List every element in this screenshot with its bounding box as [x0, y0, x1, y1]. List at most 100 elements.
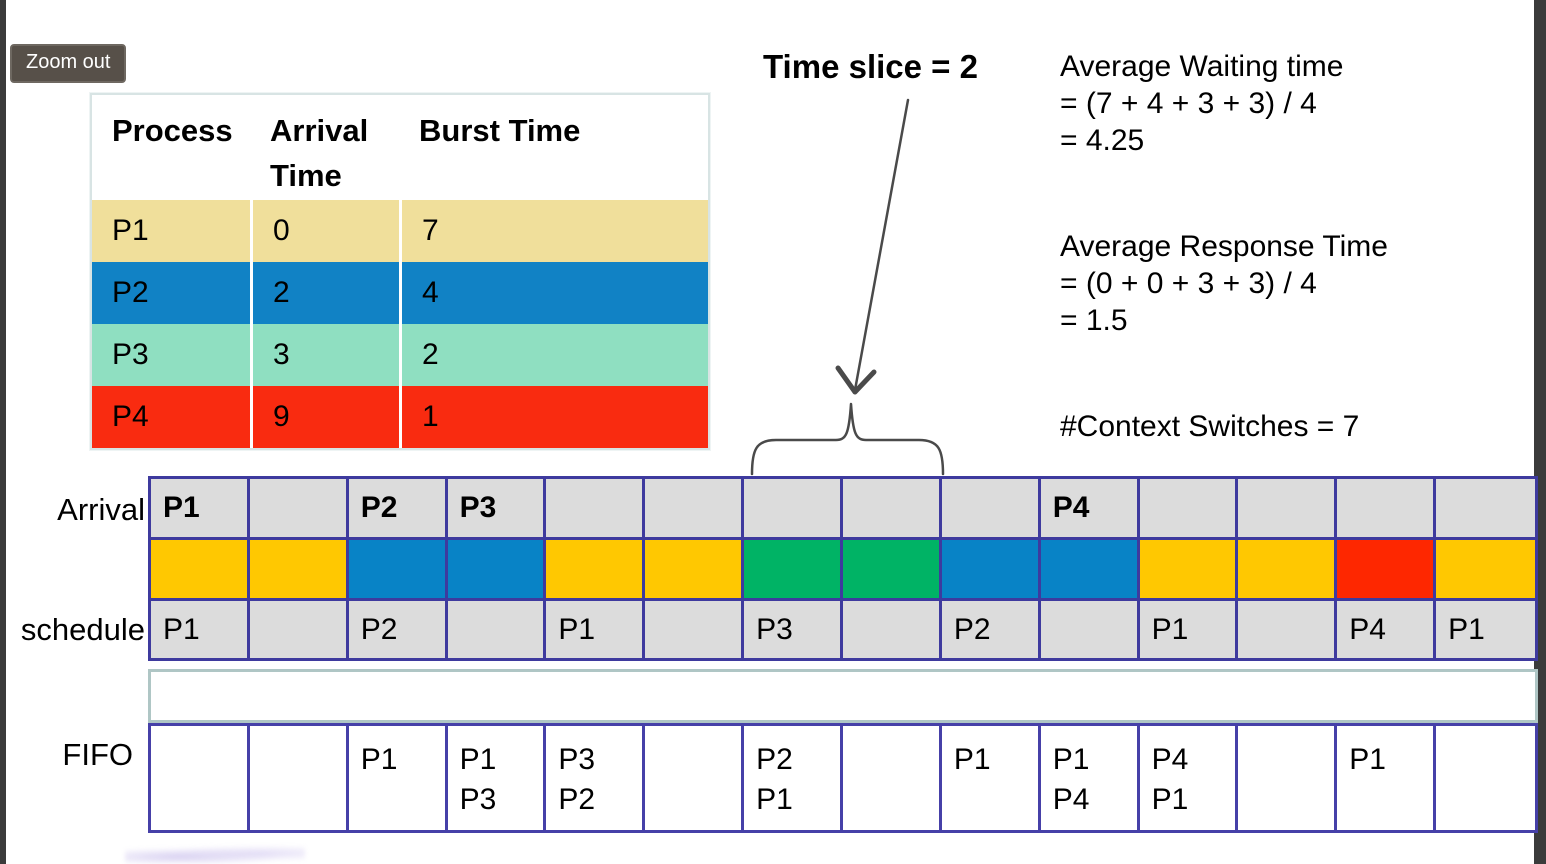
fifo-queue-entry: P1 — [1349, 743, 1386, 776]
fifo-queue-entry: P2 — [756, 743, 793, 776]
fifo-cell — [1436, 726, 1535, 830]
arrival-cell — [1436, 479, 1535, 537]
gantt-cell — [1337, 540, 1437, 598]
fifo-cell — [249, 726, 349, 830]
gantt-cell — [1238, 540, 1338, 598]
arrival-cell: P3 — [447, 479, 547, 537]
schedule-cell — [842, 601, 942, 658]
fifo-queue-entry: P1 — [1052, 743, 1090, 776]
fifo-cell — [1238, 726, 1338, 830]
fifo-queue-entry: P1 — [756, 783, 793, 816]
arrival-cell — [1337, 479, 1437, 537]
fifo-queue-entry: P1 — [1151, 783, 1189, 816]
fifo-queue-entry: P1 — [360, 743, 398, 776]
gantt-cell — [1040, 540, 1140, 598]
arrival-cell — [645, 479, 745, 537]
schedule-cell — [1040, 601, 1140, 658]
process-name-cell: P2 — [112, 276, 149, 309]
gantt-cell — [842, 540, 942, 598]
schedule-cell: P1 — [1139, 601, 1239, 658]
gantt-cell — [249, 540, 349, 598]
arrival-cell: P2 — [348, 479, 448, 537]
gantt-cell — [546, 540, 646, 598]
process-name-cell: P4 — [112, 400, 149, 433]
schedule-cell: P2 — [348, 601, 448, 658]
arrival-time-cell: 0 — [250, 200, 399, 262]
artifact-smudge — [125, 846, 305, 864]
gantt-cell — [941, 540, 1041, 598]
fifo-cell: P1 — [1337, 726, 1437, 830]
fifo-cell: P1 — [941, 726, 1041, 830]
arrival-cell — [941, 479, 1041, 537]
arrival-cell — [1238, 479, 1338, 537]
gantt-cell — [744, 540, 843, 598]
fifo-cell — [151, 726, 250, 830]
gantt-cell — [151, 540, 250, 598]
burst-time-cell: 4 — [399, 262, 708, 324]
timeline-label-schedule: schedule — [20, 612, 145, 647]
zoom-out-button[interactable]: Zoom out — [10, 44, 127, 83]
schedule-cell — [249, 601, 349, 658]
burst-time-cell: 2 — [399, 324, 708, 386]
timeline-label-fifo: FIFO — [62, 737, 133, 772]
fifo-queue-entry: P3 — [459, 783, 497, 816]
schedule-cell: P4 — [1337, 601, 1437, 658]
time-slice-label: Time slice = 2 — [763, 48, 978, 85]
fifo-queue-entry: P2 — [558, 783, 596, 816]
schedule-cell: P1 — [1436, 601, 1535, 658]
timeline-label-arrival: Arrival — [57, 492, 145, 527]
stat-line: = (0 + 0 + 3 + 3) / 4 — [1060, 267, 1317, 300]
column-header-burst-time: Burst Time — [419, 113, 581, 148]
arrival-cell — [744, 479, 843, 537]
gantt-cell — [1436, 540, 1535, 598]
gantt-cell — [447, 540, 547, 598]
column-header-arrival-time: Arrival Time — [270, 113, 369, 193]
fifo-cell — [645, 726, 745, 830]
fifo-queue-entry: P1 — [953, 743, 991, 776]
process-name-cell: P3 — [112, 338, 149, 371]
stat-line: = 4.25 — [1060, 124, 1145, 157]
gantt-color-row — [148, 537, 1538, 601]
schedule-cell: P3 — [744, 601, 843, 658]
gantt-cell — [1139, 540, 1239, 598]
arrival-time-cell: 2 — [250, 262, 399, 324]
stat-line: Average Waiting time — [1060, 50, 1344, 83]
schedule-cell — [447, 601, 547, 658]
window-edge-left — [0, 0, 6, 864]
arrival-cell — [842, 479, 942, 537]
fifo-cell — [842, 726, 942, 830]
gantt-cell — [348, 540, 448, 598]
average-response-time-text: Average Response Time = (0 + 0 + 3 + 3) … — [1060, 228, 1388, 339]
arrival-cell — [1139, 479, 1239, 537]
arrival-time-cell: 9 — [250, 386, 399, 448]
column-header-process: Process — [112, 113, 233, 148]
schedule-cell: P2 — [941, 601, 1041, 658]
stat-line: Average Response Time — [1060, 230, 1388, 263]
schedule-cell — [645, 601, 745, 658]
fifo-queue-entry: P1 — [459, 743, 497, 776]
fifo-queue-entry: P4 — [1151, 743, 1189, 776]
burst-time-cell: 1 — [399, 386, 708, 448]
fifo-cell: P1 — [348, 726, 448, 830]
schedule-cell — [1238, 601, 1338, 658]
process-table-header: Process Arrival Time Burst Time — [92, 95, 708, 200]
curly-brace-icon — [750, 402, 945, 476]
arrival-cell: P4 — [1040, 479, 1140, 537]
process-name-cell: P1 — [112, 214, 149, 247]
burst-time-cell: 7 — [399, 200, 708, 262]
fifo-queue-entry: P3 — [558, 743, 596, 776]
